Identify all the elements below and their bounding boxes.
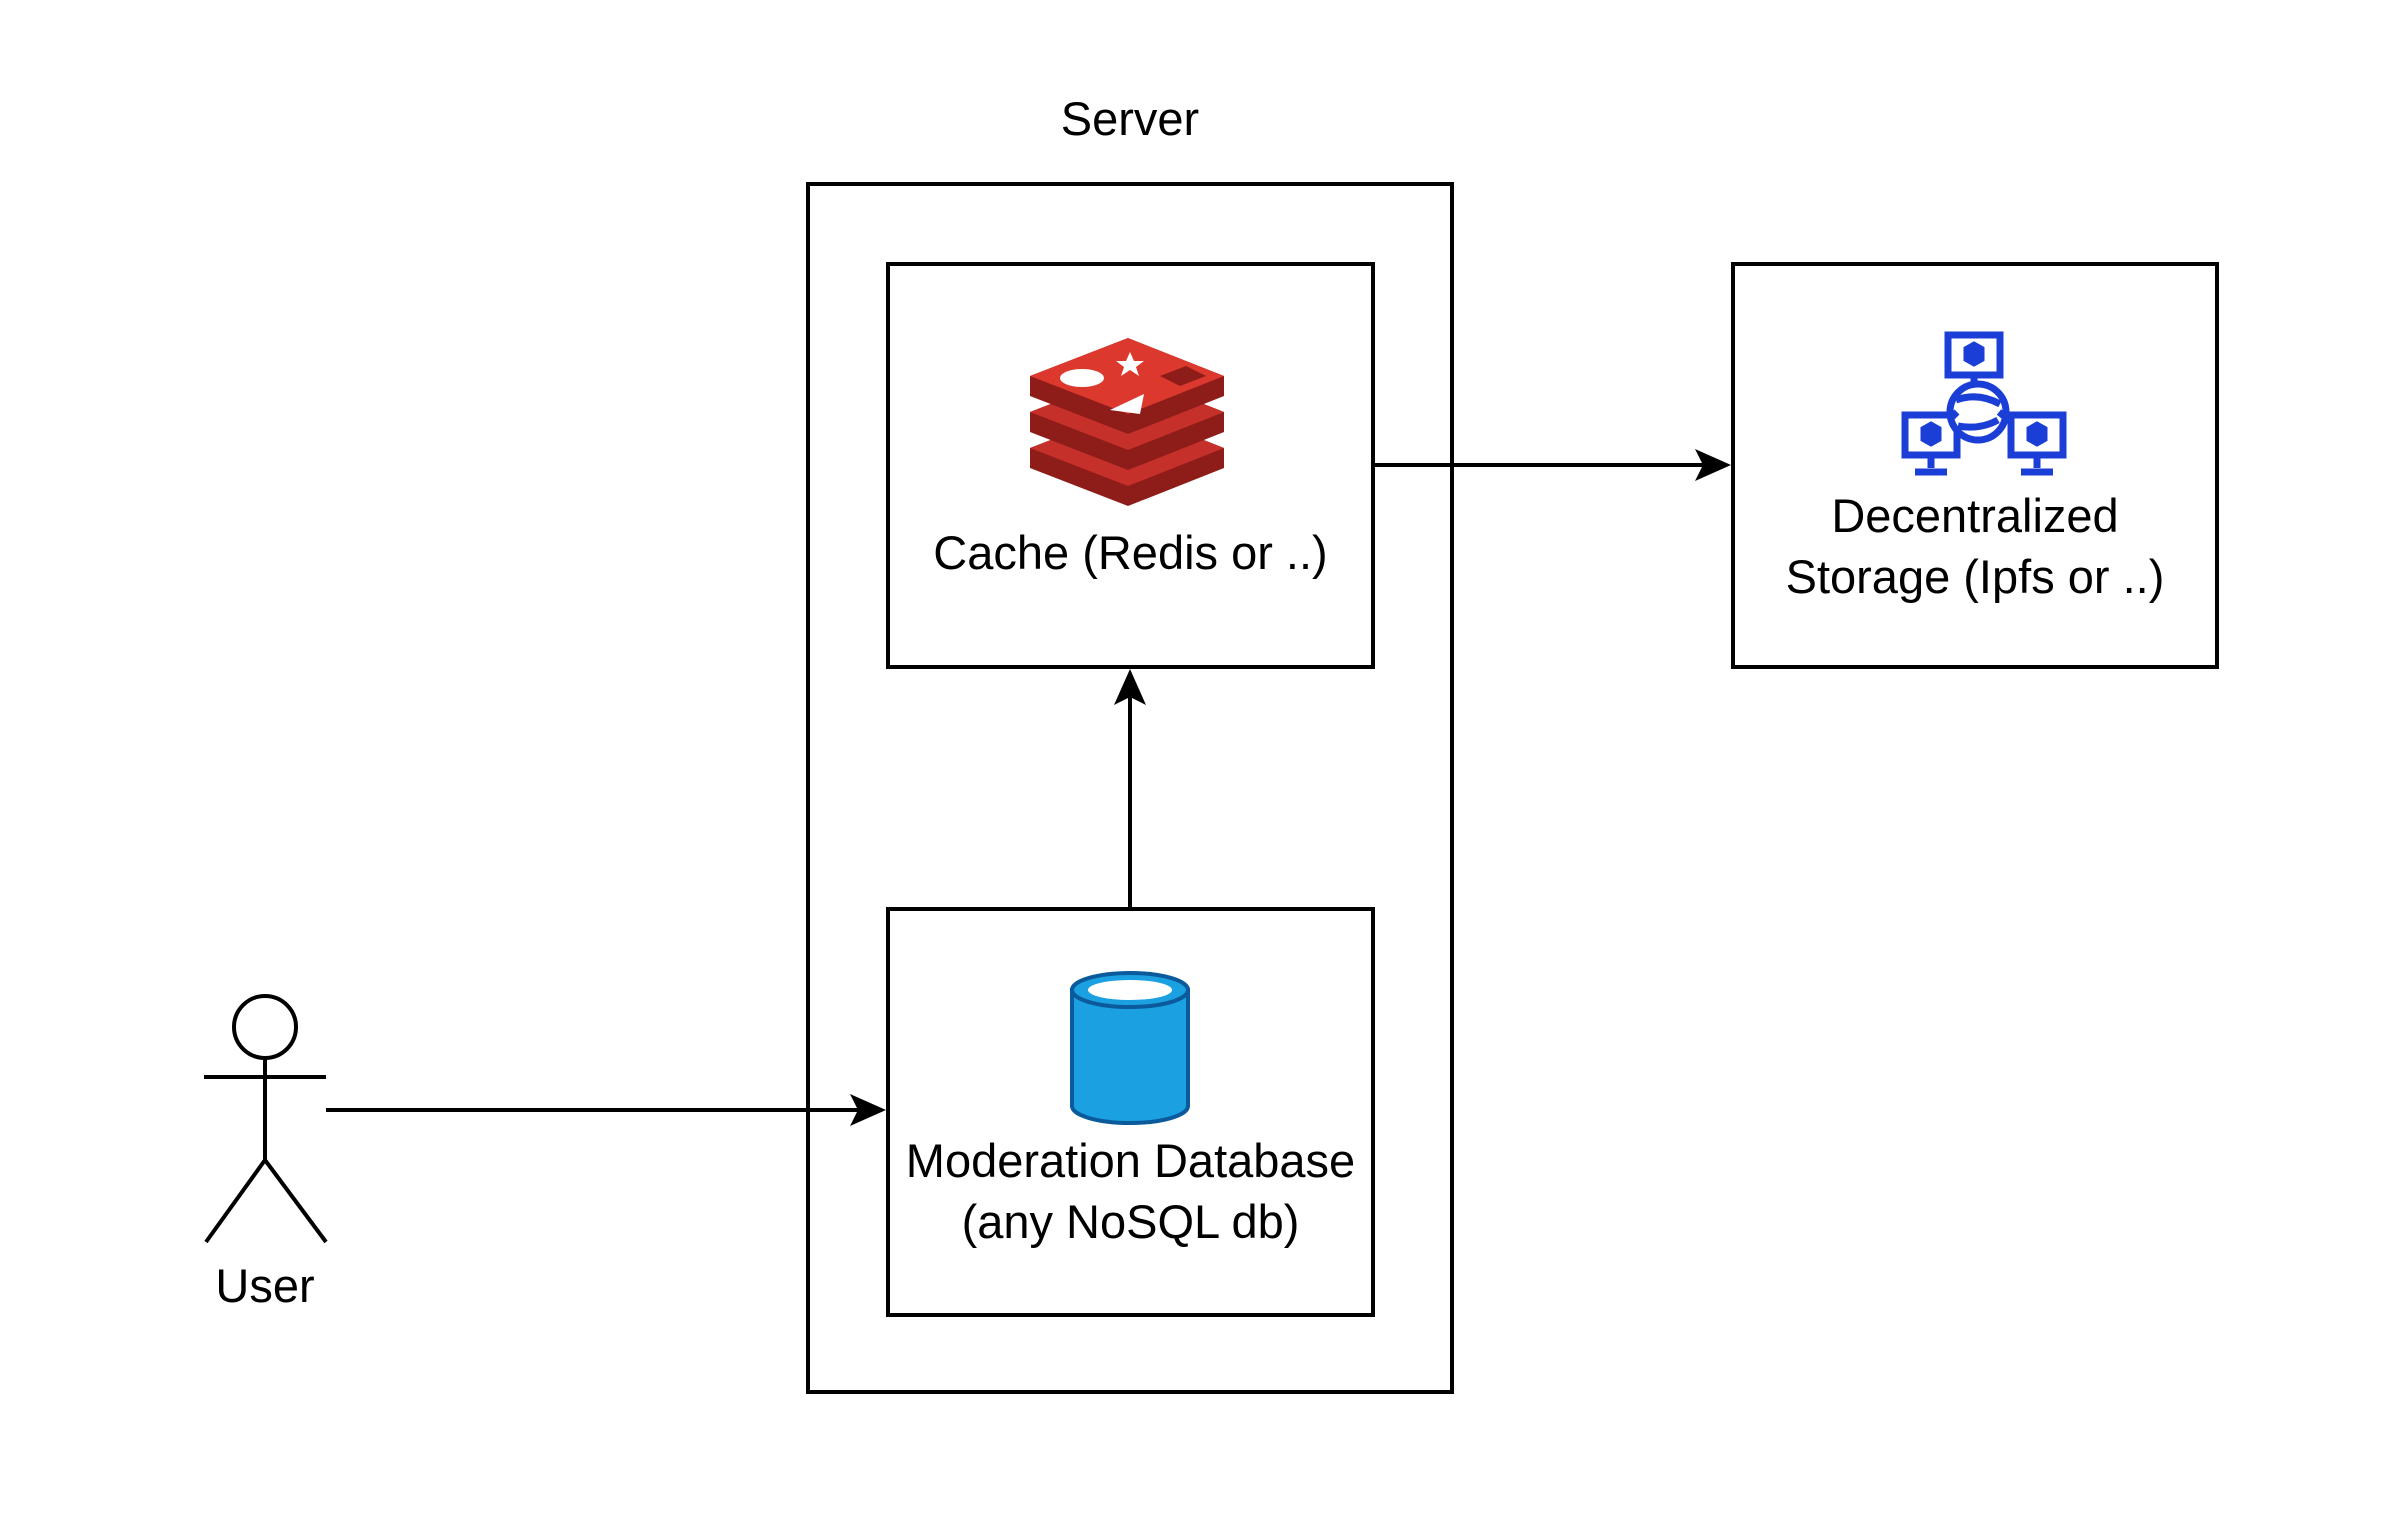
decentralized-network-icon bbox=[1901, 331, 2067, 476]
database-label-line2: (any NoSQL db) bbox=[961, 1195, 1300, 1248]
database-label: Moderation Database (any NoSQL db) bbox=[886, 1130, 1375, 1252]
actor-stick-figure-icon bbox=[204, 994, 328, 1244]
cache-label: Cache (Redis or ..) bbox=[933, 526, 1328, 579]
database-label-line1: Moderation Database bbox=[905, 1134, 1356, 1187]
user-label: User bbox=[215, 1259, 315, 1312]
arrowhead-cache-to-storage bbox=[1695, 449, 1731, 481]
redis-icon bbox=[1030, 338, 1224, 506]
server-container bbox=[806, 182, 1454, 1394]
arrowhead-database-to-cache bbox=[1114, 669, 1146, 705]
storage-node[interactable] bbox=[1731, 262, 2219, 669]
storage-label: Decentralized Storage (Ipfs or ..) bbox=[1731, 485, 2219, 607]
storage-label-line2: Storage (Ipfs or ..) bbox=[1785, 550, 2165, 603]
storage-label-line1: Decentralized bbox=[1831, 489, 2119, 542]
arrowhead-user-to-database bbox=[850, 1094, 886, 1126]
database-cylinder-icon bbox=[1070, 971, 1190, 1125]
server-title: Server bbox=[1060, 92, 1200, 145]
